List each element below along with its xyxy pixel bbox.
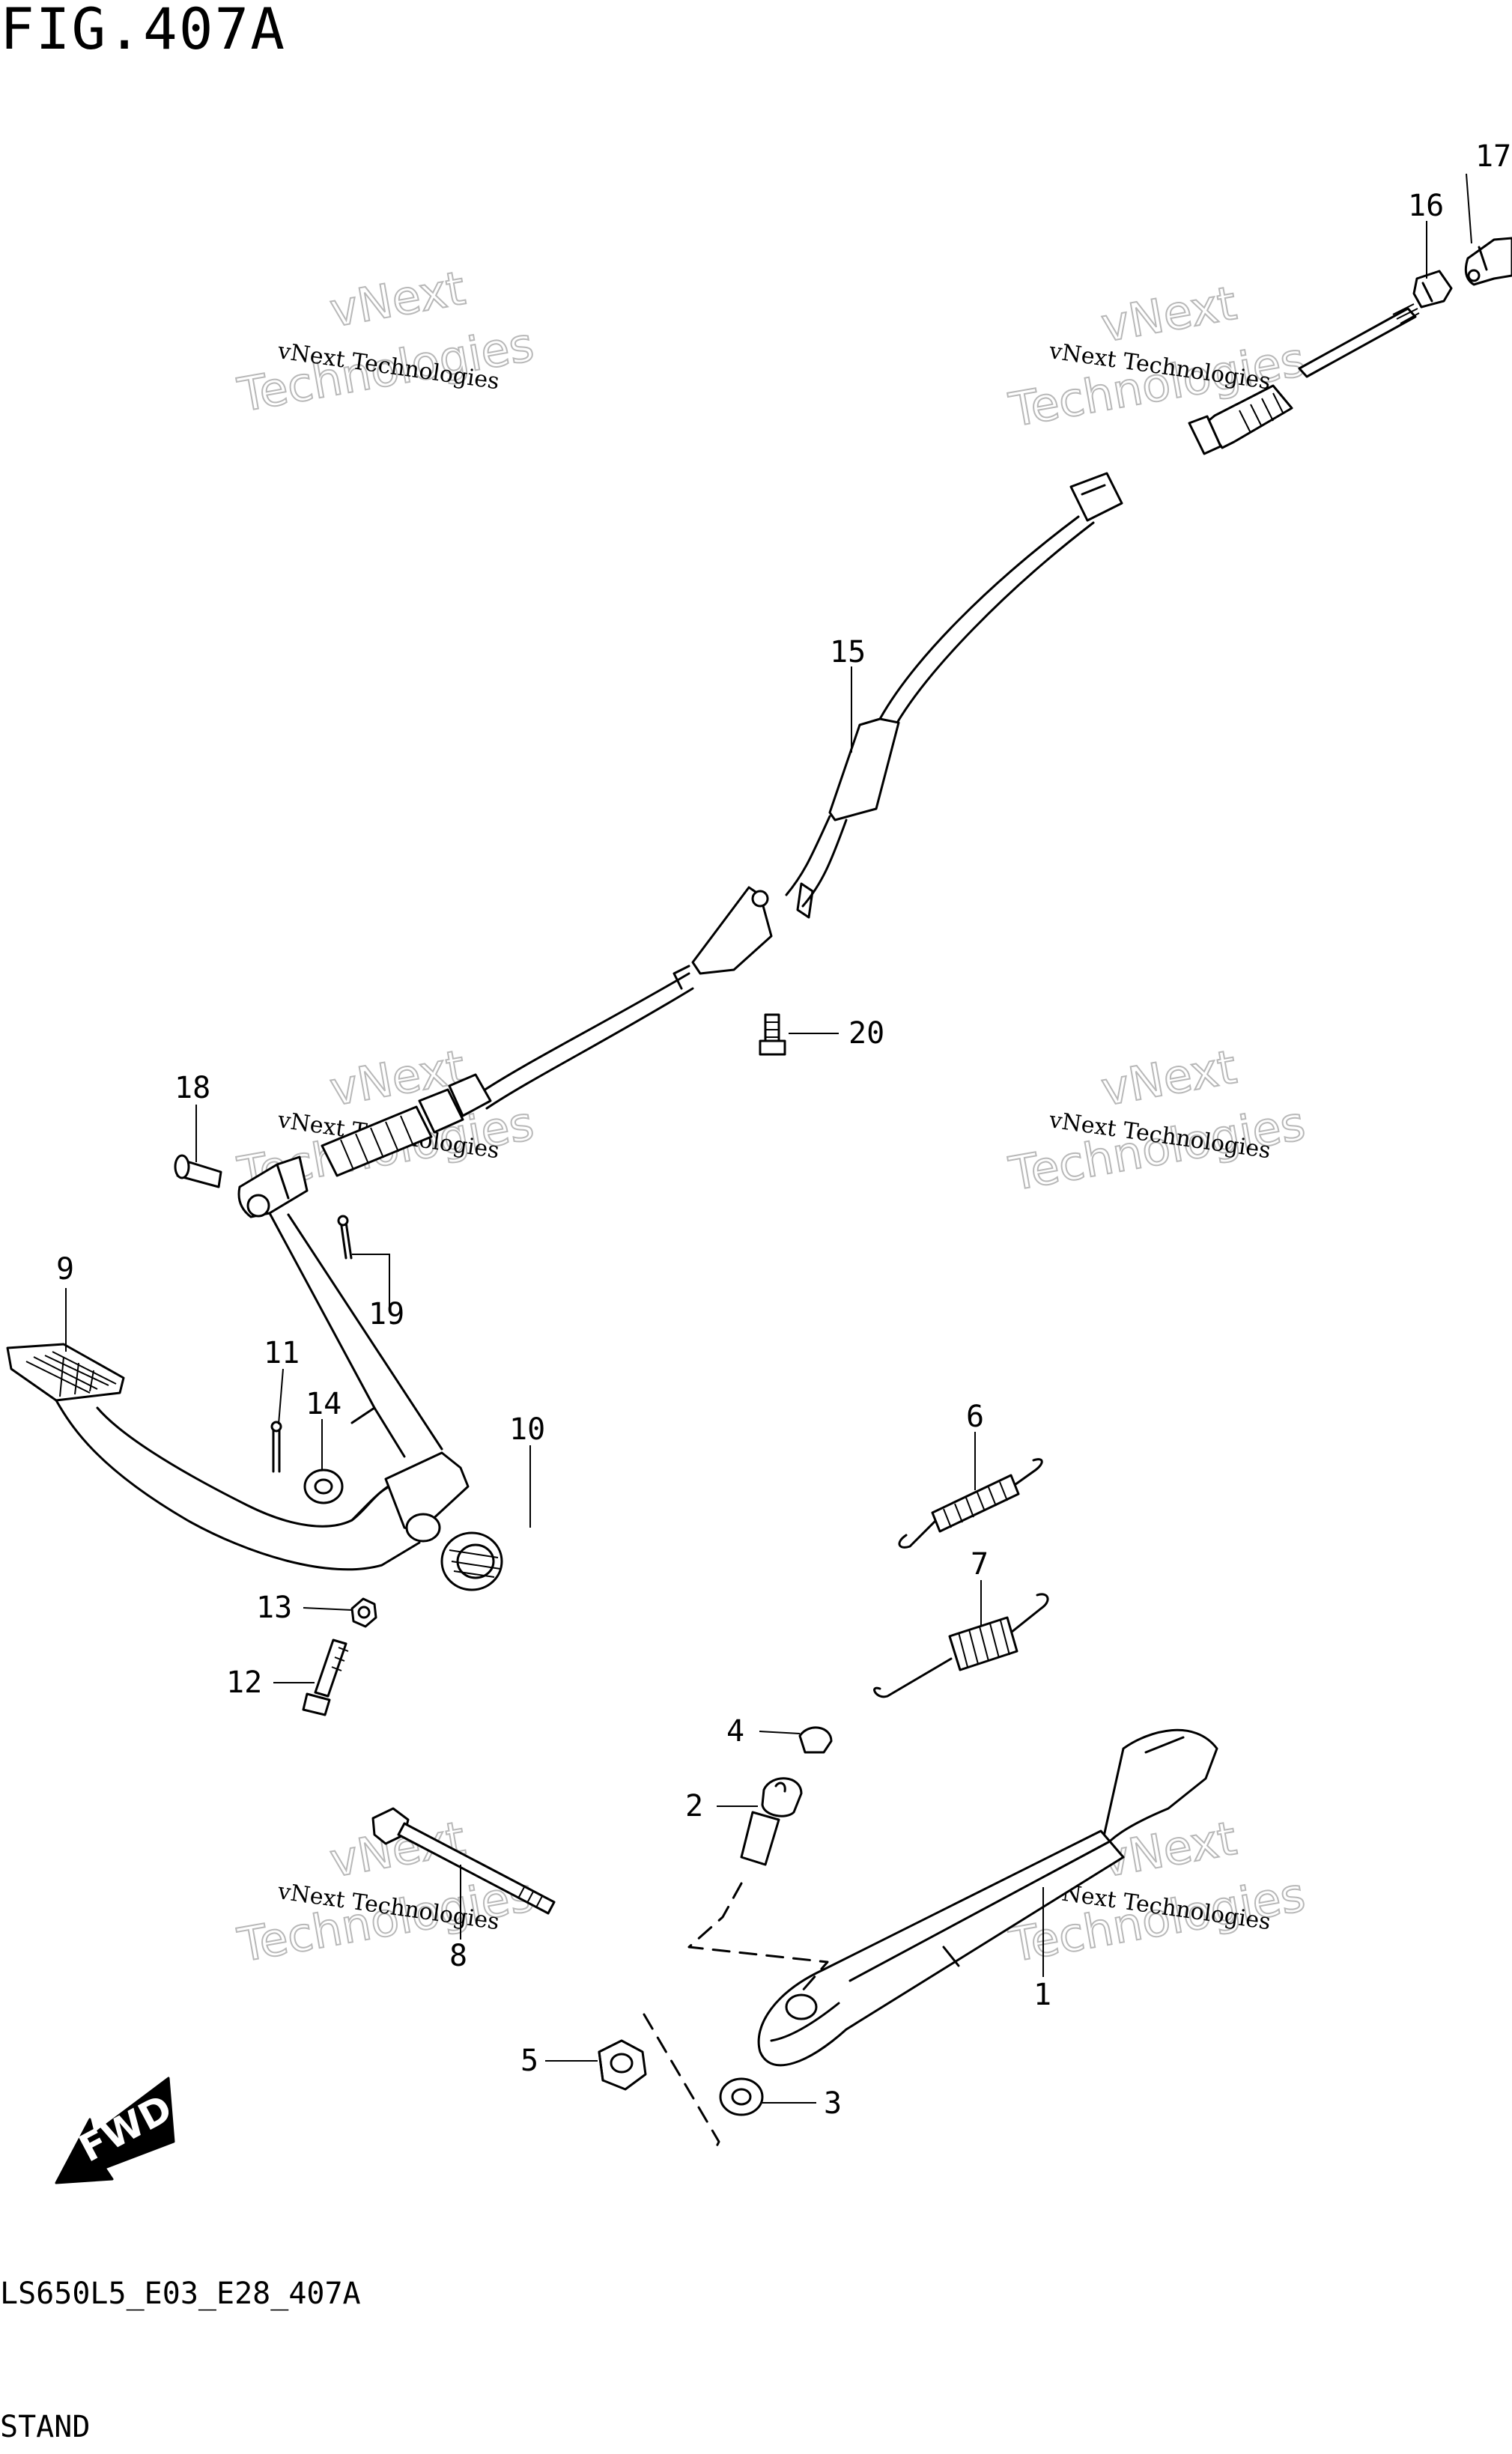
callout-15: 15 [830, 635, 866, 669]
part-11-cotter-pin [270, 1421, 282, 1473]
watermark-text: vNext [326, 261, 469, 338]
part-8-long-bolt [371, 1807, 556, 1915]
callout-6: 6 [966, 1400, 984, 1434]
callout-5: 5 [520, 2044, 538, 2078]
watermark-text: vNext [1097, 1039, 1240, 1117]
part-16-clamp [1412, 270, 1453, 309]
fwd-arrow-badge: FWD [55, 2077, 179, 2184]
callout-14: 14 [306, 1387, 341, 1421]
watermark-group-4: vNext Technologies [1004, 1039, 1310, 1202]
callout-16: 16 [1408, 189, 1444, 223]
callout-11: 11 [264, 1336, 300, 1370]
part-13-nut [350, 1597, 377, 1628]
part-7-spring [873, 1593, 1049, 1698]
callout-18: 18 [174, 1071, 210, 1105]
callout-3: 3 [824, 2086, 842, 2121]
part-15-brake-cable [237, 303, 1420, 1218]
part-12-bolt [302, 1638, 349, 1716]
watermark-group-1: vNext Technologies [233, 260, 538, 423]
part-17-cable-end [1464, 237, 1512, 286]
callout-17: 17 [1475, 139, 1511, 174]
callout-8: 8 [449, 1939, 467, 1973]
callout-13: 13 [256, 1591, 292, 1625]
callout-7: 7 [971, 1547, 989, 1582]
callout-12: 12 [226, 1665, 262, 1700]
part-10-brake-pedal [55, 1212, 503, 1591]
diagram-name: STAND [0, 2410, 91, 2444]
diagram-code: LS650L5_E03_E28_407A [0, 2277, 361, 2311]
part-5-nut [598, 2039, 647, 2091]
part-20-bolt [759, 1013, 786, 1056]
part-1-side-stand [757, 1728, 1218, 2067]
part-3-washer [719, 2077, 764, 2116]
callout-10: 10 [509, 1412, 545, 1447]
callout-1: 1 [1033, 1978, 1051, 2012]
part-14-washer [303, 1469, 344, 1504]
watermark-text: vNext [1097, 276, 1240, 353]
part-18-clevis-pin [174, 1154, 222, 1188]
assembly-guide-lines [643, 1882, 829, 2151]
callout-19: 19 [368, 1297, 404, 1331]
leader-lines [65, 173, 1472, 2104]
callout-2: 2 [685, 1789, 703, 1823]
part-4-cap [798, 1726, 833, 1754]
callout-20: 20 [848, 1016, 884, 1051]
part-9-pedal-pad [6, 1343, 125, 1402]
callout-9: 9 [56, 1252, 74, 1287]
figure-title: FIG.407A [0, 0, 287, 62]
part-19-cotter-pin [337, 1215, 353, 1260]
callout-4: 4 [726, 1714, 744, 1749]
part-6-spring [898, 1458, 1043, 1549]
part-2-pivot-bolt [740, 1777, 803, 1866]
